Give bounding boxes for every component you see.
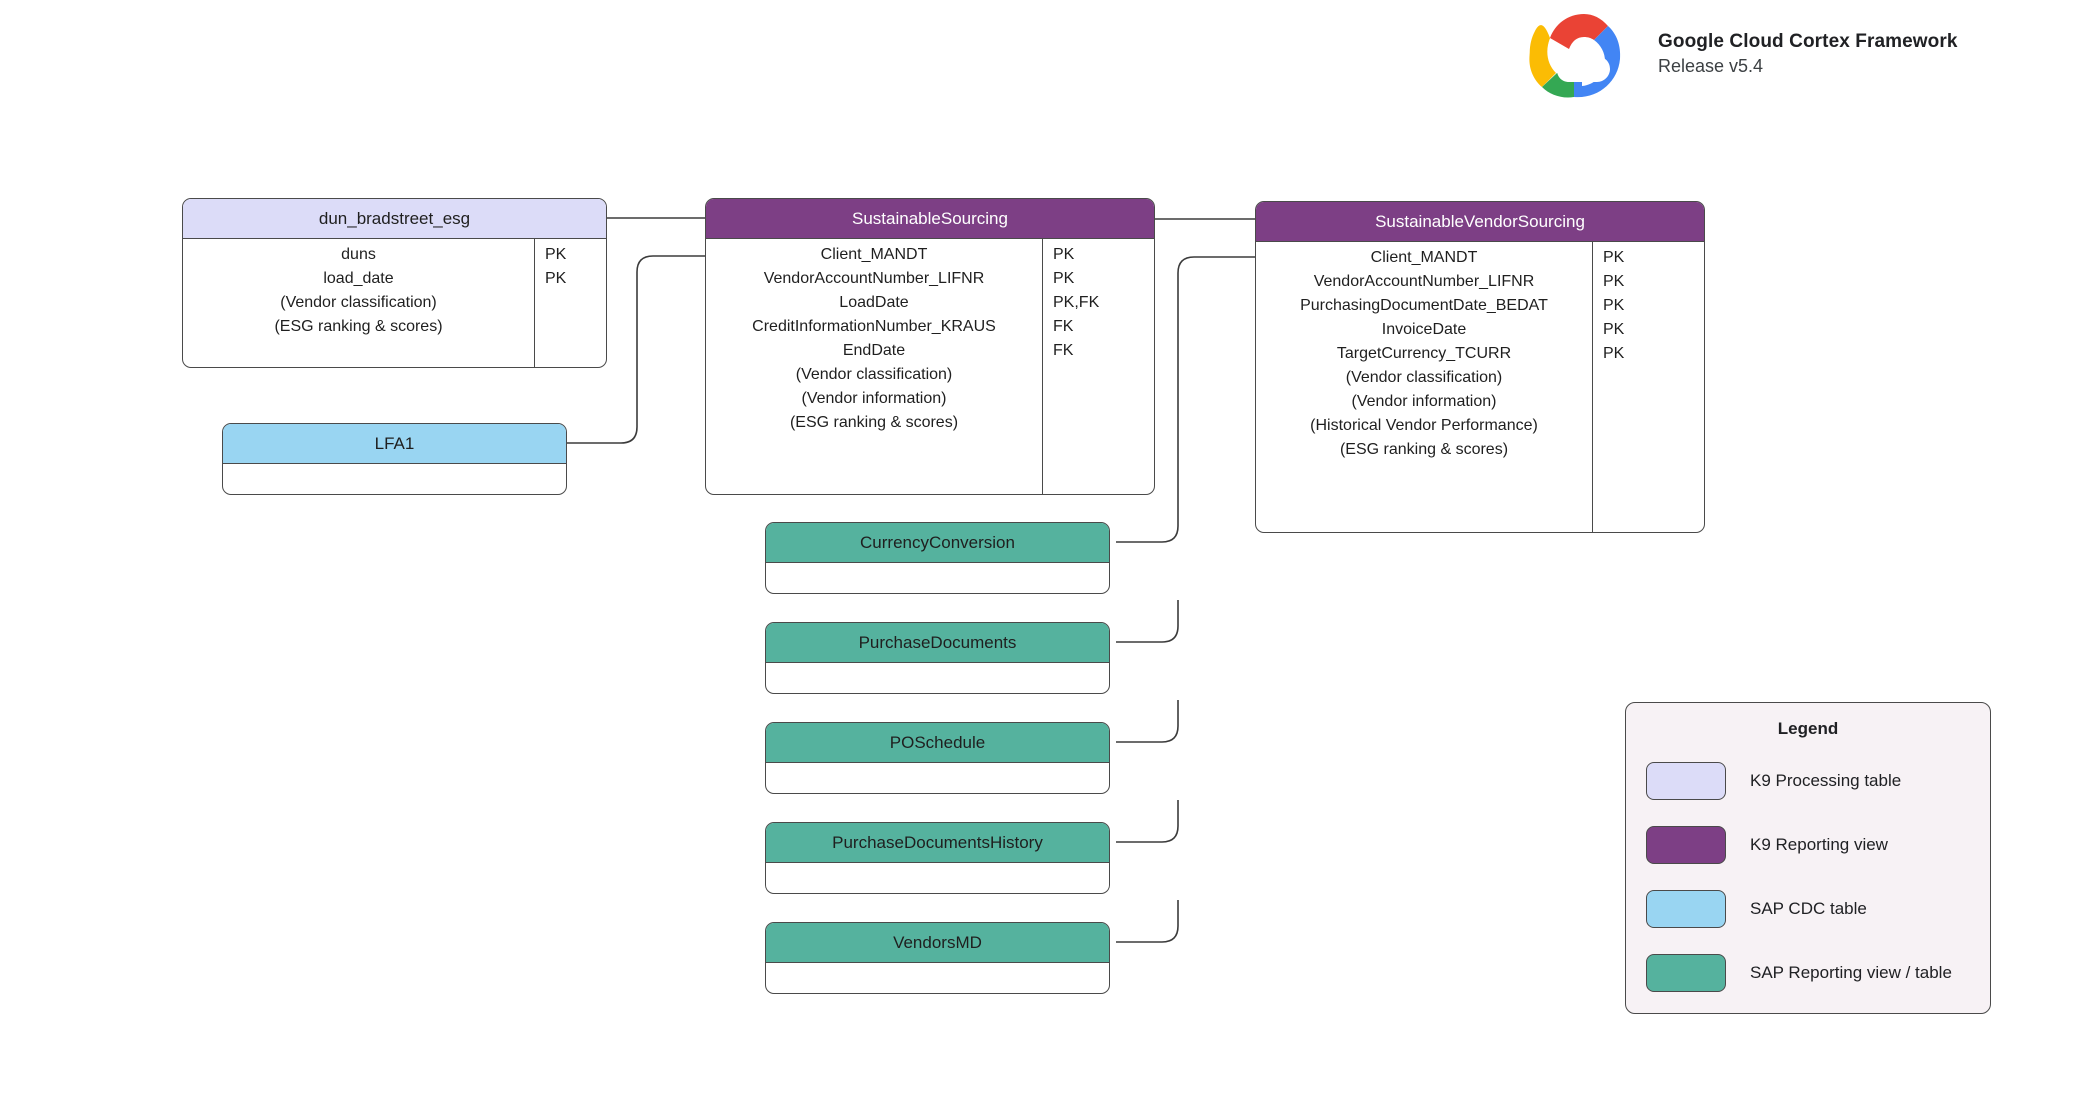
legend-item-k9-processing-table: K9 Processing table (1646, 749, 1970, 813)
field-key: PK (545, 270, 567, 287)
legend-item-k9-reporting-view: K9 Reporting view (1646, 813, 1970, 877)
entity-purchase-documents-history[interactable]: PurchaseDocumentsHistory (765, 822, 1110, 894)
field-key: PK (1053, 270, 1075, 287)
legend-swatch (1646, 954, 1726, 992)
field-name: InvoiceDate (1381, 321, 1467, 338)
entity-field-list (766, 863, 1109, 893)
field-key: PK (1603, 297, 1625, 314)
field-name: CreditInformationNumber_KRAUS (752, 318, 996, 335)
entity-dun-bradstreet-esg[interactable]: dun_bradstreet_esg duns load_date (Vendo… (182, 198, 607, 368)
entity-sustainable-vendor-sourcing[interactable]: SustainableVendorSourcing Client_MANDT V… (1255, 201, 1705, 533)
entity-field-list (766, 763, 1109, 793)
entity-field-list (766, 963, 1109, 993)
field-key (1603, 366, 1704, 390)
field-key (1603, 438, 1704, 462)
field-key: FK (1053, 318, 1074, 335)
entity-title: dun_bradstreet_esg (183, 199, 606, 239)
entity-title: PurchaseDocuments (766, 623, 1109, 663)
entity-field-list: duns load_date (Vendor classification) (… (183, 239, 534, 367)
field-name: Client_MANDT (1370, 249, 1478, 266)
brand-header: Google Cloud Cortex Framework Release v5… (1528, 8, 1958, 100)
field-name: PurchasingDocumentDate_BEDAT (1300, 297, 1548, 314)
entity-purchase-documents[interactable]: PurchaseDocuments (765, 622, 1110, 694)
entity-field-list (766, 663, 1109, 693)
entity-key-list: PK PK PK,FK FK FK (1042, 239, 1154, 494)
entity-title: PurchaseDocumentsHistory (766, 823, 1109, 863)
field-name: (Vendor information) (1351, 393, 1497, 410)
legend-title: Legend (1777, 719, 1839, 738)
field-name: (Vendor classification) (1345, 369, 1503, 386)
field-name: LoadDate (839, 294, 909, 311)
entity-lfa1[interactable]: LFA1 (222, 423, 567, 495)
google-cloud-logo-icon (1528, 8, 1640, 100)
field-name: load_date (323, 270, 394, 287)
connector-poschedule-trunk (1116, 700, 1179, 743)
field-name: (Vendor classification) (795, 366, 953, 383)
legend-swatch (1646, 890, 1726, 928)
entity-key-list: PK PK PK PK PK (1592, 242, 1704, 532)
field-name: (Vendor information) (801, 390, 947, 407)
field-key: PK (1603, 273, 1625, 290)
field-name: VendorAccountNumber_LIFNR (1313, 273, 1535, 290)
field-key (1603, 414, 1704, 438)
field-name: (Vendor classification) (280, 294, 437, 311)
brand-release: Release v5.4 (1658, 55, 1764, 76)
entity-field-list (766, 563, 1109, 593)
legend-label: K9 Processing table (1750, 771, 1902, 790)
entity-title: CurrencyConversion (766, 523, 1109, 563)
field-name: Client_MANDT (820, 246, 928, 263)
entity-field-list: Client_MANDT VendorAccountNumber_LIFNR P… (1256, 242, 1592, 532)
entity-title: POSchedule (766, 723, 1109, 763)
legend-swatch (1646, 826, 1726, 864)
field-key (545, 315, 606, 339)
field-key (545, 291, 606, 315)
entity-title: VendorsMD (766, 923, 1109, 963)
entity-po-schedule[interactable]: POSchedule (765, 722, 1110, 794)
legend-swatch (1646, 762, 1726, 800)
field-key: PK,FK (1053, 294, 1100, 311)
legend-panel: Legend K9 Processing table K9 Reporting … (1625, 702, 1991, 1014)
connector-purchasedocuments-trunk (1116, 600, 1179, 643)
entity-field-list: Client_MANDT VendorAccountNumber_LIFNR L… (706, 239, 1042, 494)
connector-vendorsmd-trunk (1116, 900, 1179, 943)
field-key (1053, 387, 1154, 411)
entity-title: LFA1 (223, 424, 566, 464)
entity-title: SustainableSourcing (706, 199, 1154, 239)
field-key: PK (545, 246, 567, 263)
legend-label: SAP CDC table (1750, 899, 1867, 918)
entity-currency-conversion[interactable]: CurrencyConversion (765, 522, 1110, 594)
field-key (1053, 411, 1154, 435)
legend-label: K9 Reporting view (1750, 835, 1888, 854)
field-key: PK (1603, 345, 1625, 362)
field-name: (Historical Vendor Performance) (1310, 417, 1538, 434)
entity-sustainable-sourcing[interactable]: SustainableSourcing Client_MANDT VendorA… (705, 198, 1155, 495)
legend-label: SAP Reporting view / table (1750, 963, 1952, 982)
field-name: duns (341, 246, 376, 263)
connector-pdhistory-trunk (1116, 800, 1179, 843)
field-name: (ESG ranking & scores) (1339, 441, 1509, 458)
entity-field-list (223, 464, 566, 494)
brand-title: Google Cloud Cortex Framework (1658, 31, 1958, 53)
field-name: (ESG ranking & scores) (789, 414, 959, 431)
entity-vendors-md[interactable]: VendorsMD (765, 922, 1110, 994)
legend-item-sap-reporting-view: SAP Reporting view / table (1646, 941, 1970, 1005)
field-name: TargetCurrency_TCURR (1336, 345, 1512, 362)
legend-item-sap-cdc-table: SAP CDC table (1646, 877, 1970, 941)
field-key: FK (1053, 342, 1074, 359)
field-name: (ESG ranking & scores) (274, 318, 443, 335)
entity-key-list: PK PK (534, 239, 606, 367)
field-key: PK (1603, 249, 1625, 266)
field-name: EndDate (842, 342, 906, 359)
field-key: PK (1053, 246, 1075, 263)
field-key: PK (1603, 321, 1625, 338)
field-key (1603, 390, 1704, 414)
field-name: VendorAccountNumber_LIFNR (763, 270, 985, 287)
field-key (1053, 363, 1154, 387)
entity-title: SustainableVendorSourcing (1256, 202, 1704, 242)
